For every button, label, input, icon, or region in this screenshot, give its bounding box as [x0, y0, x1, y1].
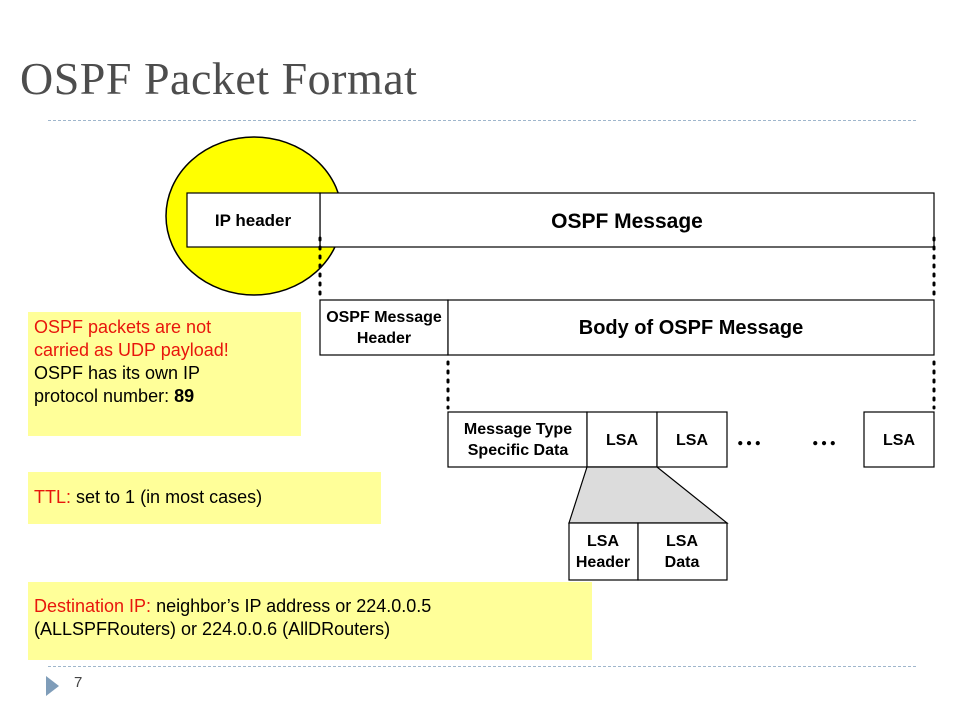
- ttl-note: TTL: set to 1 (in most cases): [28, 472, 381, 524]
- ospf-message-label: OSPF Message: [551, 210, 703, 233]
- ellipsis-2: …: [811, 422, 839, 451]
- lsa-header-box: [568, 522, 639, 581]
- lsa-label-1: LSA: [606, 432, 638, 449]
- ospf-message-box: [319, 192, 935, 248]
- lsa-label-2: LSA: [676, 432, 708, 449]
- ospf-message-body-label: Body of OSPF Message: [579, 317, 804, 339]
- udp-note-line1: OSPF packets are not: [34, 317, 212, 337]
- lsa-box-2: [656, 411, 728, 468]
- udp-note-line3: OSPF has its own IP: [34, 363, 201, 383]
- ospf-message-body-box: [447, 299, 935, 356]
- lsa-box-last: [863, 411, 935, 468]
- dest-label: Destination IP:: [34, 596, 152, 616]
- message-type-label-line1: Message Type: [464, 421, 572, 438]
- ip-header-label: IP header: [215, 211, 292, 230]
- lsa-label-last: LSA: [883, 432, 915, 449]
- slide-title: OSPF Packet Format: [20, 53, 418, 104]
- title-divider: [48, 120, 916, 121]
- footer-divider: [48, 666, 916, 667]
- slide-marker-arrow-icon: [46, 676, 59, 696]
- udp-payload-note: OSPF packets are not carried as UDP payl…: [28, 312, 301, 436]
- ellipsis-1: …: [736, 422, 764, 451]
- destination-ip-note: Destination IP: neighbor’s IP address or…: [28, 582, 592, 660]
- ospf-message-header-label-line1: OSPF Message: [326, 309, 442, 326]
- protocol-number-prefix: protocol number:: [34, 386, 170, 406]
- udp-note-line2: carried as UDP payload!: [34, 340, 229, 360]
- protocol-number-value: 89: [174, 386, 195, 406]
- message-type-label-line2: Specific Data: [468, 442, 569, 459]
- udp-note-line4: protocol number: 89: [34, 385, 295, 408]
- lsa-header-label-line1: LSA: [587, 533, 619, 550]
- lsa-data-label-line1: LSA: [666, 533, 698, 550]
- ttl-label: TTL:: [34, 487, 72, 507]
- dest-line1-text: neighbor’s IP address or 224.0.0.5: [156, 596, 432, 616]
- lsa-expansion-shape: [568, 466, 729, 524]
- lsa-header-label-line2: Header: [576, 554, 630, 571]
- dest-note-line1: Destination IP: neighbor’s IP address or…: [34, 595, 586, 618]
- message-type-specific-data-box: [447, 411, 588, 468]
- ttl-text: set to 1 (in most cases): [76, 487, 263, 507]
- lsa-data-box: [637, 522, 728, 581]
- ip-header-box: [186, 192, 321, 248]
- lsa-data-label-line2: Data: [665, 554, 700, 571]
- ospf-message-header-label-line2: Header: [357, 330, 411, 347]
- dest-note-line2: (ALLSPFRouters) or 224.0.0.6 (AllDRouter…: [34, 619, 391, 639]
- page-number: 7: [74, 674, 83, 691]
